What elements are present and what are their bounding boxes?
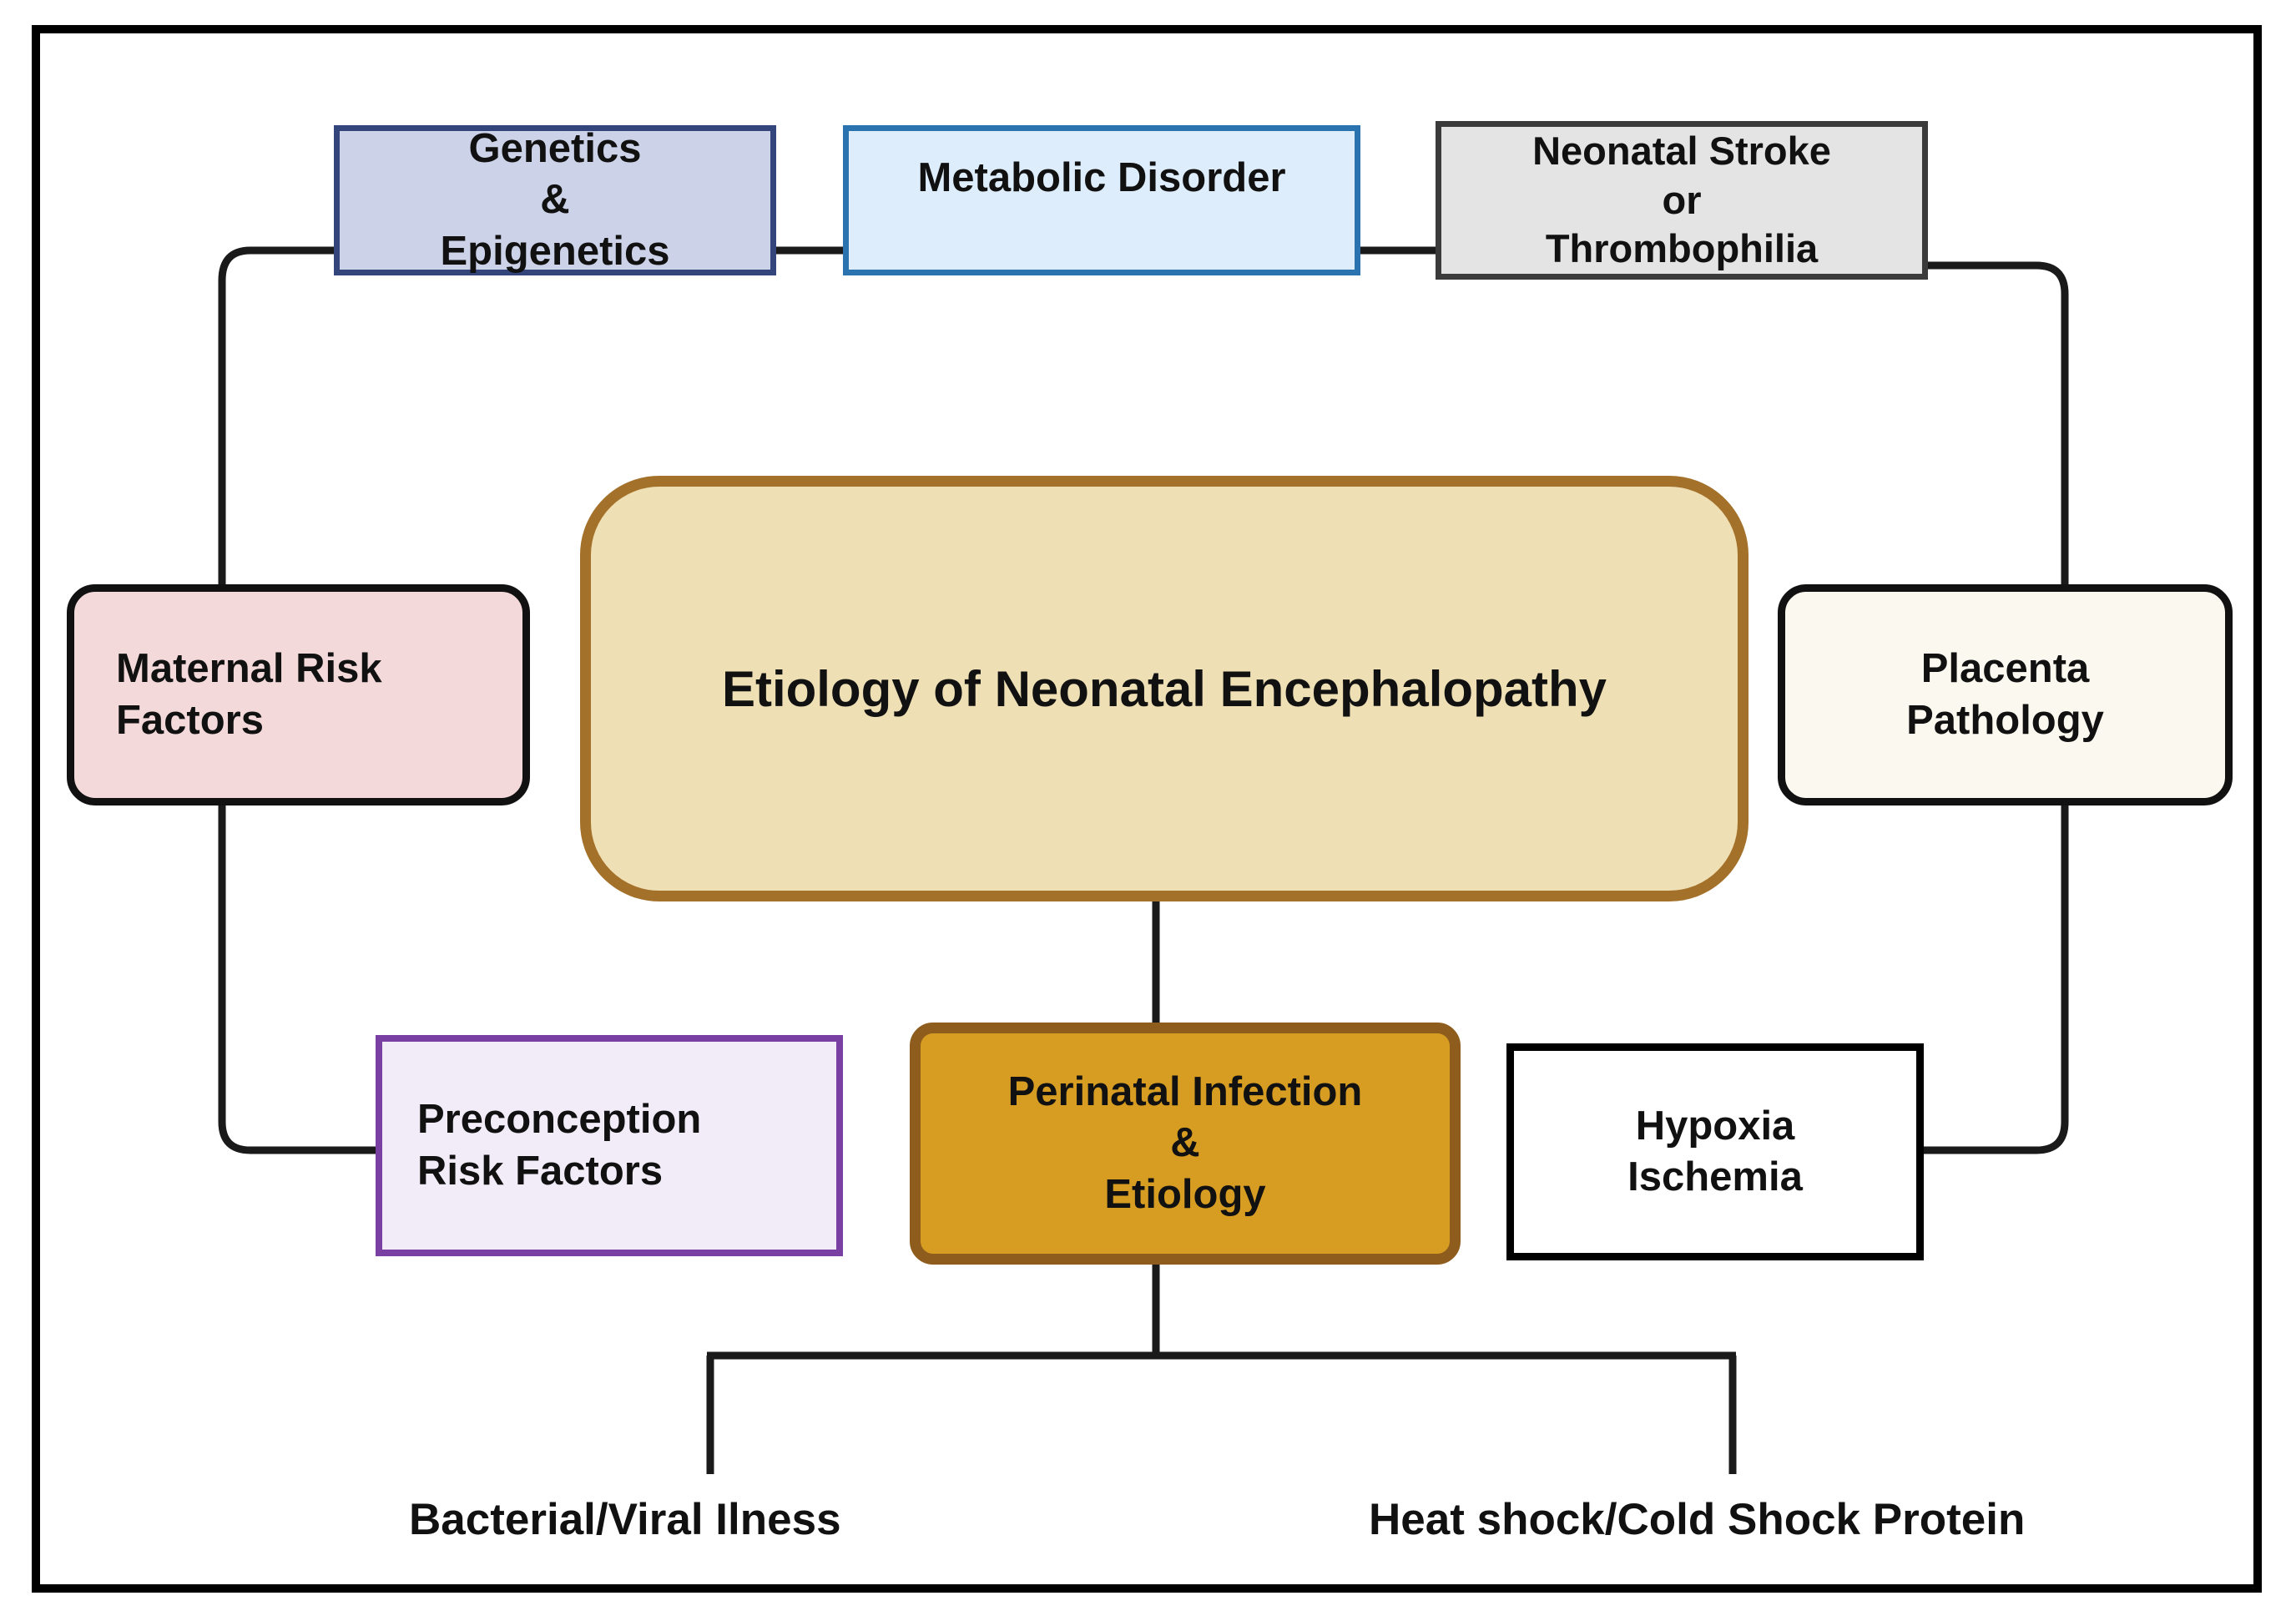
node-stroke-line-2: or — [1662, 177, 1702, 222]
node-genetics-line-1: Genetics — [468, 126, 642, 172]
node-maternal-risk-factors[interactable]: Maternal Risk Factors — [67, 584, 530, 805]
node-central-etiology[interactable]: Etiology of Neonatal Encephalopathy — [580, 476, 1748, 901]
node-hypoxia-ischemia[interactable]: Hypoxia Ischemia — [1506, 1043, 1924, 1260]
node-preconception-risk-factors[interactable]: Preconception Risk Factors — [376, 1035, 843, 1256]
node-perinatal-line-2: & — [1170, 1120, 1200, 1166]
node-genetics-epigenetics[interactable]: Genetics & Epigenetics — [334, 125, 776, 275]
node-central-title: Etiology of Neonatal Encephalopathy — [721, 660, 1607, 717]
leaf-label-heat-shock-cold-shock-protein: Heat shock/Cold Shock Protein — [1369, 1495, 2026, 1544]
node-genetics-line-3: Epigenetics — [440, 228, 670, 274]
node-perinatal-line-3: Etiology — [1104, 1171, 1266, 1217]
node-perinatal-line-1: Perinatal Infection — [1007, 1069, 1363, 1115]
node-hypoxia-line-1: Hypoxia — [1635, 1103, 1795, 1149]
node-perinatal-infection-etiology[interactable]: Perinatal Infection & Etiology — [910, 1023, 1461, 1265]
node-placenta-pathology[interactable]: Placenta Pathology — [1778, 584, 2233, 805]
node-genetics-line-2: & — [540, 177, 570, 223]
node-maternal-line-1: Maternal Risk — [116, 646, 382, 692]
node-stroke-line-1: Neonatal Stroke — [1532, 128, 1831, 173]
leaf-label-bacterial-viral-illness: Bacterial/Viral Ilness — [409, 1495, 841, 1544]
node-preconception-line-2: Risk Factors — [417, 1148, 664, 1194]
node-neonatal-stroke-thrombophilia[interactable]: Neonatal Stroke or Thrombophilia — [1436, 121, 1928, 280]
node-metabolic-line-1: Metabolic Disorder — [917, 155, 1286, 200]
node-stroke-line-3: Thrombophilia — [1545, 226, 1819, 271]
node-placenta-line-1: Placenta — [1920, 646, 2090, 692]
node-hypoxia-line-2: Ischemia — [1627, 1154, 1803, 1199]
node-preconception-line-1: Preconception — [417, 1097, 702, 1143]
node-maternal-line-2: Factors — [116, 697, 265, 743]
node-metabolic-disorder[interactable]: Metabolic Disorder — [843, 125, 1360, 275]
node-placenta-line-2: Pathology — [1906, 697, 2104, 743]
